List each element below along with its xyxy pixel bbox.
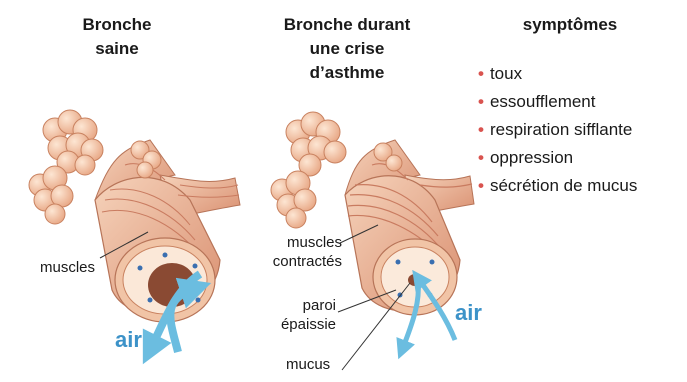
label-air-asthma: air — [455, 300, 482, 326]
healthy-bronchus — [29, 110, 240, 352]
label-thickened-wall: paroi épaissie — [276, 296, 336, 334]
label-muscles-contracted: muscles contractés — [272, 233, 342, 271]
label-mucus: mucus — [286, 355, 330, 374]
label-air-healthy: air — [115, 327, 142, 353]
label-muscles: muscles — [40, 258, 95, 277]
